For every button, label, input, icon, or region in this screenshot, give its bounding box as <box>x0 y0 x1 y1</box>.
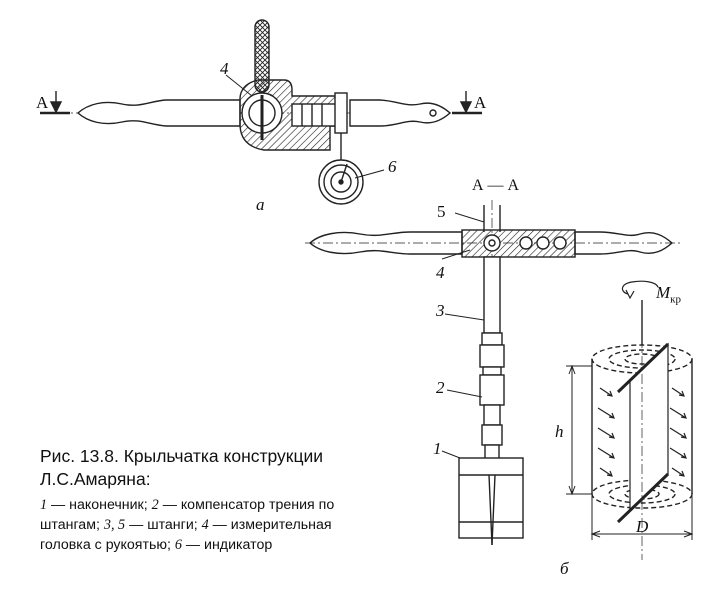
view-b-drawing <box>305 200 694 560</box>
figure-caption: Рис. 13.8. Крыльчатка конструкции Л.С.Ам… <box>40 445 385 555</box>
part-label-4-side: 4 <box>436 263 445 282</box>
caption-body: 1 — наконечник; 2 — компенсатор трения п… <box>40 495 385 555</box>
caption-text-5: — индикатор <box>181 537 273 553</box>
caption-num-5: 6 <box>174 537 182 553</box>
height-label: h <box>555 422 564 441</box>
dimension-h <box>566 364 592 496</box>
caption-title: Рис. 13.8. Крыльчатка конструкции Л.С.Ам… <box>40 446 324 489</box>
part-label-5: 5 <box>437 202 446 221</box>
torque-symbol: M <box>656 283 671 302</box>
view-a-drawing <box>40 19 482 205</box>
caption-text-4: — измерительная головка с рукоятью; <box>40 517 332 553</box>
caption-num-2: 2 <box>151 497 159 513</box>
torque-subscript: кр <box>670 293 682 306</box>
caption-text-3: — штанги; <box>125 517 202 533</box>
section-title: А — А <box>472 177 520 194</box>
caption-text-1: — наконечник; <box>47 497 152 513</box>
cylinder-scheme <box>591 280 693 560</box>
section-label-right: А <box>474 93 487 112</box>
diameter-label: D <box>636 517 649 536</box>
indicator-dial <box>318 159 364 205</box>
section-label-left: А <box>36 93 49 112</box>
caption-num-3: 3, 5 <box>103 517 126 533</box>
view-label-b: б <box>560 559 569 578</box>
right-blade <box>349 99 452 127</box>
dimension-d <box>590 494 694 540</box>
caption-num-1: 1 <box>40 497 48 513</box>
caption-text-2: — компенсатор трения по штангам; <box>40 497 335 533</box>
caption-num-4: 4 <box>201 517 209 533</box>
part-label-4-top: 4 <box>220 59 229 78</box>
rod-3 <box>483 256 501 334</box>
flow-arrows <box>597 387 687 477</box>
part-label-3: 3 <box>436 301 445 320</box>
friction-compensator <box>479 332 505 446</box>
view-label-a: а <box>256 195 265 214</box>
part-label-2: 2 <box>436 378 445 397</box>
part-label-6: 6 <box>388 157 397 176</box>
part-label-1: 1 <box>433 439 442 458</box>
torque-label: Mкр <box>656 284 681 305</box>
left-blade <box>76 99 241 127</box>
